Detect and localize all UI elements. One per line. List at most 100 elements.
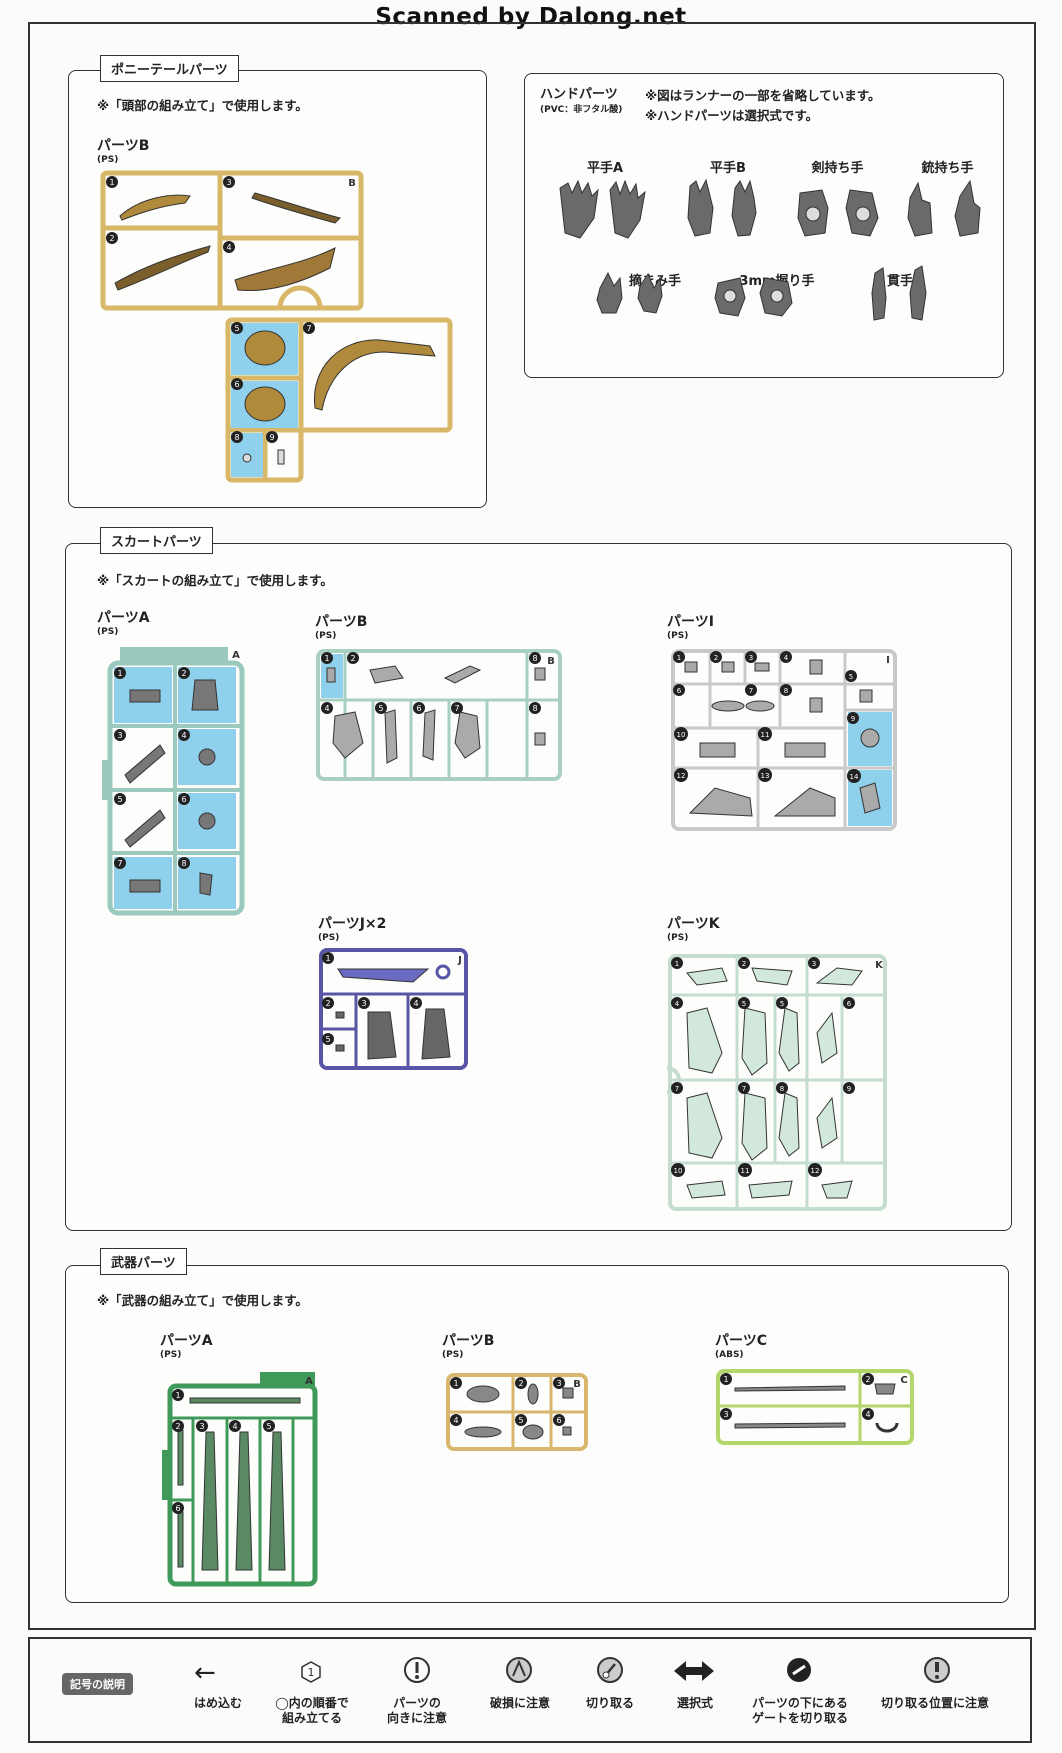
svg-text:3: 3: [556, 1379, 561, 1388]
runner-name: パーツA: [160, 1333, 213, 1349]
svg-text:1: 1: [677, 654, 681, 662]
svg-text:2: 2: [714, 654, 718, 662]
runner-name: パーツI: [667, 614, 714, 630]
svg-text:12: 12: [811, 1167, 820, 1175]
runner-material: (PS): [667, 631, 689, 641]
ponytail-num-1: 1: [109, 178, 114, 187]
svg-text:5: 5: [742, 1000, 746, 1008]
runner-material: (PS): [97, 155, 119, 165]
weapon-c-label: パーツC (ABS): [715, 1330, 767, 1360]
weapon-a-runner: A 1 2 3 4 5 6: [162, 1372, 318, 1587]
svg-text:9: 9: [851, 715, 855, 723]
hand-title-text: ハンドパーツ: [540, 87, 618, 102]
skirt-i-runner: I 1 2 3 4 5 6 7 8 9 10 11 12 13 14: [671, 649, 897, 831]
arrow-left-icon: ←: [194, 1658, 216, 1688]
svg-text:6: 6: [677, 687, 682, 695]
svg-text:3: 3: [199, 1422, 204, 1431]
hand-note-2: ※ハンドパーツは選択式です。: [645, 108, 819, 123]
ponytail-num-5: 5: [234, 324, 239, 333]
runner-name: パーツB: [315, 614, 368, 630]
ponytail-note: ※「頭部の組み立て」で使用します。: [97, 98, 308, 113]
svg-text:7: 7: [117, 859, 122, 868]
svg-text:5: 5: [117, 795, 122, 804]
svg-text:13: 13: [761, 772, 770, 780]
svg-text:9: 9: [847, 1085, 851, 1093]
svg-text:5: 5: [518, 1416, 523, 1425]
runner-material: (PS): [667, 933, 689, 943]
skirt-j-letter: J: [457, 955, 462, 966]
skirt-b-letter: B: [547, 656, 555, 667]
svg-text:2: 2: [181, 669, 186, 678]
hand-material: (PVC：非フタル酸): [540, 105, 623, 115]
hand-label-gun: 銃持ち手: [921, 161, 974, 176]
hand-parts-illustration: [559, 178, 981, 321]
svg-text:3: 3: [749, 654, 753, 662]
ponytail-num-9: 9: [269, 433, 274, 442]
runner-material: (PS): [160, 1350, 182, 1360]
svg-text:3: 3: [117, 731, 122, 740]
svg-text:1: 1: [723, 1375, 728, 1384]
ponytail-num-7: 7: [306, 324, 311, 333]
runner-material: (PS): [97, 627, 119, 637]
order-number-icon: 1: [300, 1661, 322, 1683]
svg-text:5: 5: [849, 673, 853, 681]
gate-cut-icon: [785, 1656, 813, 1688]
weapon-tag: 武器パーツ: [100, 1248, 187, 1275]
svg-text:8: 8: [532, 704, 537, 713]
ponytail-num-2: 2: [109, 234, 114, 243]
ponytail-num-6: 6: [234, 380, 239, 389]
hand-label-sword: 剣持ち手: [811, 161, 864, 176]
legend-label-gate: パーツの下にある ゲートを切り取る: [751, 1696, 848, 1725]
skirt-b-runner: B 1 2 4 5 6 7 8 8: [316, 649, 562, 781]
select-arrows-icon: [672, 1658, 716, 1688]
exclamation-icon: [403, 1656, 431, 1688]
svg-text:5: 5: [378, 704, 383, 713]
skirt-b-label: パーツB (PS): [315, 611, 367, 641]
legend-label-select: 選択式: [676, 1696, 713, 1710]
weapon-c-letter: C: [900, 1375, 907, 1386]
svg-text:10: 10: [674, 1167, 683, 1175]
svg-text:1: 1: [453, 1379, 458, 1388]
svg-text:4: 4: [784, 654, 789, 662]
svg-text:6: 6: [556, 1416, 561, 1425]
skirt-a-label: パーツA (PS): [97, 607, 150, 637]
legend-title: 記号の説明: [62, 1673, 133, 1695]
skirt-a-letter: A: [232, 650, 240, 661]
skirt-j-runner: J 1 2 3 4 5: [319, 948, 468, 1070]
svg-text:7: 7: [675, 1085, 679, 1093]
ponytail-tag: ポニーテールパーツ: [100, 55, 239, 82]
svg-text:4: 4: [413, 999, 418, 1008]
svg-text:3: 3: [812, 960, 816, 968]
svg-text:4: 4: [232, 1422, 237, 1431]
hand-label-flat-a: 平手A: [586, 161, 624, 176]
order-number-text: 1: [308, 1666, 315, 1679]
svg-text:14: 14: [850, 773, 859, 781]
svg-text:8: 8: [784, 687, 788, 695]
runner-material: (PS): [318, 933, 340, 943]
svg-text:11: 11: [741, 1167, 750, 1175]
skirt-a-runner: A 1 2 3 4 5 6 7 8: [102, 647, 245, 916]
svg-text:5: 5: [266, 1422, 271, 1431]
svg-text:12: 12: [677, 772, 686, 780]
legend-label-fit: はめ込む: [193, 1696, 242, 1710]
svg-text:6: 6: [416, 704, 421, 713]
svg-text:2: 2: [742, 960, 746, 968]
runner-material: (ABS): [715, 1350, 744, 1360]
runner-name: パーツA: [97, 610, 150, 626]
ponytail-runner: 1 2 3 4 5 6 7 8 9 B: [100, 170, 453, 483]
skirt-i-letter: I: [886, 655, 890, 666]
skirt-note: ※「スカートの組み立て」で使用します。: [97, 573, 333, 588]
svg-text:8: 8: [532, 654, 537, 663]
svg-text:4: 4: [675, 1000, 680, 1008]
break-caution-icon: [505, 1656, 533, 1688]
svg-text:1: 1: [175, 1391, 180, 1400]
skirt-i-label: パーツI (PS): [667, 611, 714, 641]
svg-text:6: 6: [175, 1504, 180, 1513]
legend-label-cut-position: 切り取る位置に注意: [880, 1696, 989, 1710]
svg-text:1: 1: [325, 954, 330, 963]
ponytail-num-8: 8: [234, 433, 239, 442]
runner-material: (PS): [315, 631, 337, 641]
weapon-b-label: パーツB (PS): [442, 1330, 494, 1360]
svg-text:2: 2: [350, 654, 355, 663]
weapon-a-letter: A: [305, 1376, 313, 1387]
